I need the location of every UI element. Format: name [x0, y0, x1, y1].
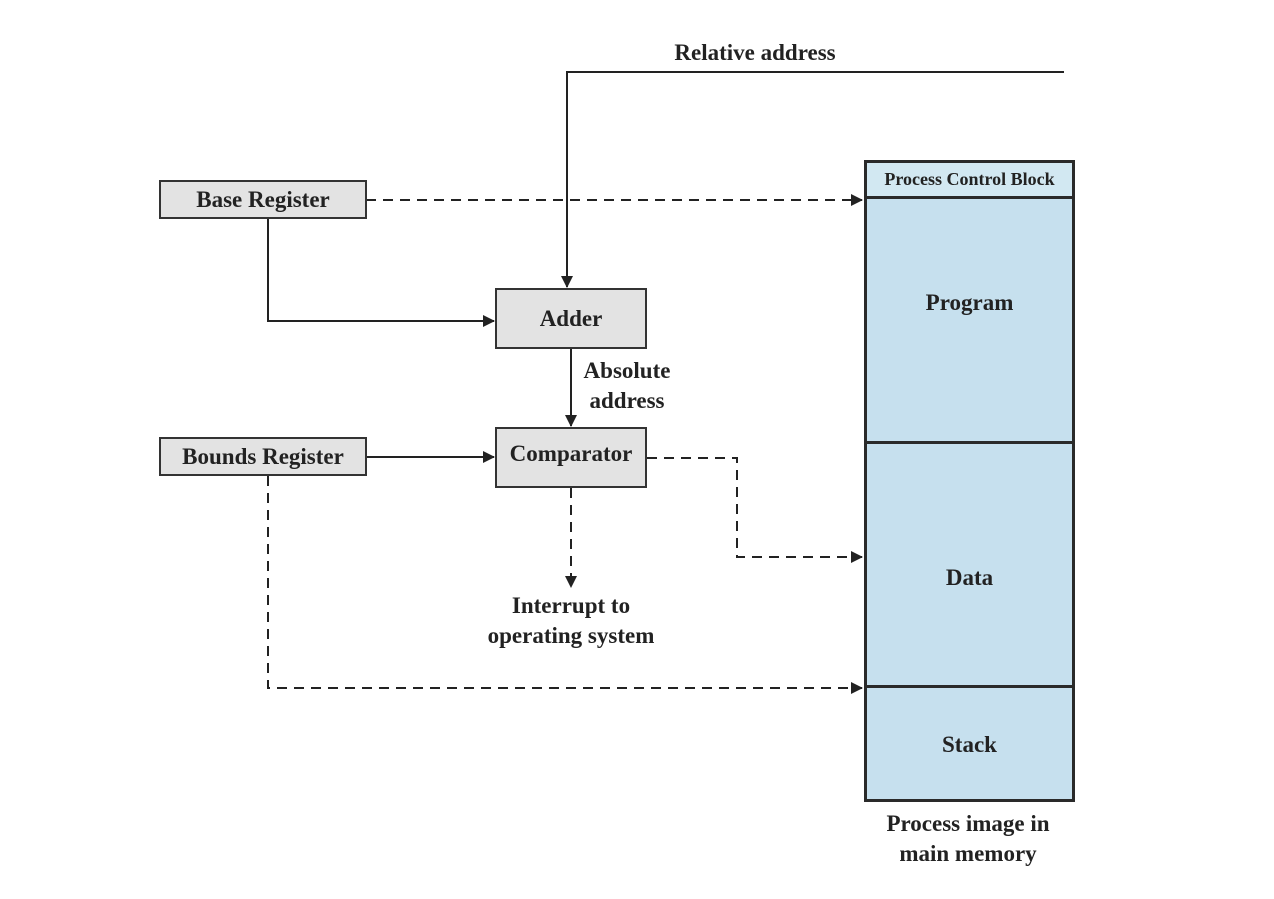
- memory-stack-label: Stack: [942, 732, 997, 757]
- comparator-to-data-dashed-arrow: [647, 457, 863, 563]
- process-image-caption: Process image in main memory: [886, 811, 1050, 866]
- memory-data-segment: Data: [867, 444, 1072, 688]
- relative-address-arrow: [561, 71, 1064, 288]
- relative-address-label: Relative address: [674, 40, 836, 65]
- memory-data-label: Data: [945, 565, 994, 590]
- base-register-box: Base Register: [159, 180, 367, 219]
- bounds-register-label: Bounds Register: [182, 443, 344, 469]
- memory-pcb-label: Process Control Block: [884, 169, 1055, 189]
- memory-pcb-segment: Process Control Block: [867, 163, 1072, 199]
- bounds-register-box: Bounds Register: [159, 437, 367, 476]
- memory-stack-segment: Stack: [867, 688, 1072, 799]
- interrupt-label: Interrupt to operating system: [487, 593, 655, 648]
- comparator-label: Comparator: [509, 441, 633, 466]
- base-to-adder-arrow: [267, 219, 495, 327]
- absolute-address-label: Absolute address: [583, 358, 671, 413]
- memory-program-segment: Program: [867, 199, 1072, 444]
- comparator-box: Comparator: [495, 427, 647, 488]
- bounds-to-stack-dashed-arrow: [267, 476, 863, 694]
- adder-box: Adder: [495, 288, 647, 349]
- memory-program-label: Program: [925, 290, 1014, 315]
- adder-label: Adder: [539, 305, 603, 331]
- base-register-label: Base Register: [196, 186, 330, 212]
